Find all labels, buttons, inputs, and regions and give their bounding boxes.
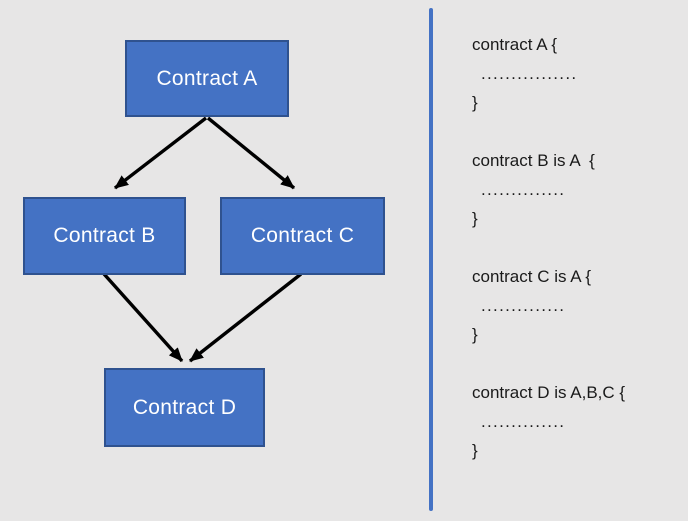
arrows-layer bbox=[102, 116, 303, 363]
edge-a-to-c-arrow bbox=[206, 116, 296, 190]
code-header: contract D is A,B,C { bbox=[472, 383, 626, 402]
code-close: } bbox=[472, 209, 478, 228]
code-body: .............. bbox=[481, 412, 566, 431]
node-contract-a: Contract A bbox=[125, 40, 289, 117]
node-contract-a-label: Contract A bbox=[156, 66, 258, 90]
node-contract-c-label: Contract C bbox=[250, 224, 355, 247]
code-header: contract A { bbox=[472, 35, 558, 54]
edge-b-to-d-arrow bbox=[102, 272, 184, 363]
code-close: } bbox=[472, 93, 478, 112]
edge-a-to-b-arrow bbox=[113, 116, 208, 190]
node-contract-d: Contract D bbox=[104, 368, 265, 447]
node-contract-d-label: Contract D bbox=[132, 395, 237, 419]
code-header: contract B is A { bbox=[472, 151, 595, 170]
vertical-divider bbox=[429, 8, 433, 511]
code-close: } bbox=[472, 325, 478, 344]
code-body: .............. bbox=[481, 296, 566, 315]
code-block-contract-c: contract C is A { .............. } bbox=[472, 262, 684, 349]
code-block-contract-d: contract D is A,B,C { .............. } bbox=[472, 378, 684, 465]
code-panel: contract A { ................ } contract… bbox=[472, 30, 684, 494]
edge-c-to-d-arrow bbox=[188, 272, 303, 363]
code-body: .............. bbox=[481, 180, 566, 199]
code-block-contract-b: contract B is A { .............. } bbox=[472, 146, 684, 233]
code-body: ................ bbox=[481, 64, 578, 83]
node-contract-b-label: Contract B bbox=[53, 224, 156, 247]
node-contract-b: Contract B bbox=[23, 197, 186, 275]
inheritance-diagram: Contract A Contract B Contract C Contrac… bbox=[23, 40, 385, 447]
code-block-contract-a: contract A { ................ } bbox=[472, 30, 684, 117]
node-contract-c: Contract C bbox=[220, 197, 385, 275]
code-header: contract C is A { bbox=[472, 267, 592, 286]
code-close: } bbox=[472, 441, 478, 460]
